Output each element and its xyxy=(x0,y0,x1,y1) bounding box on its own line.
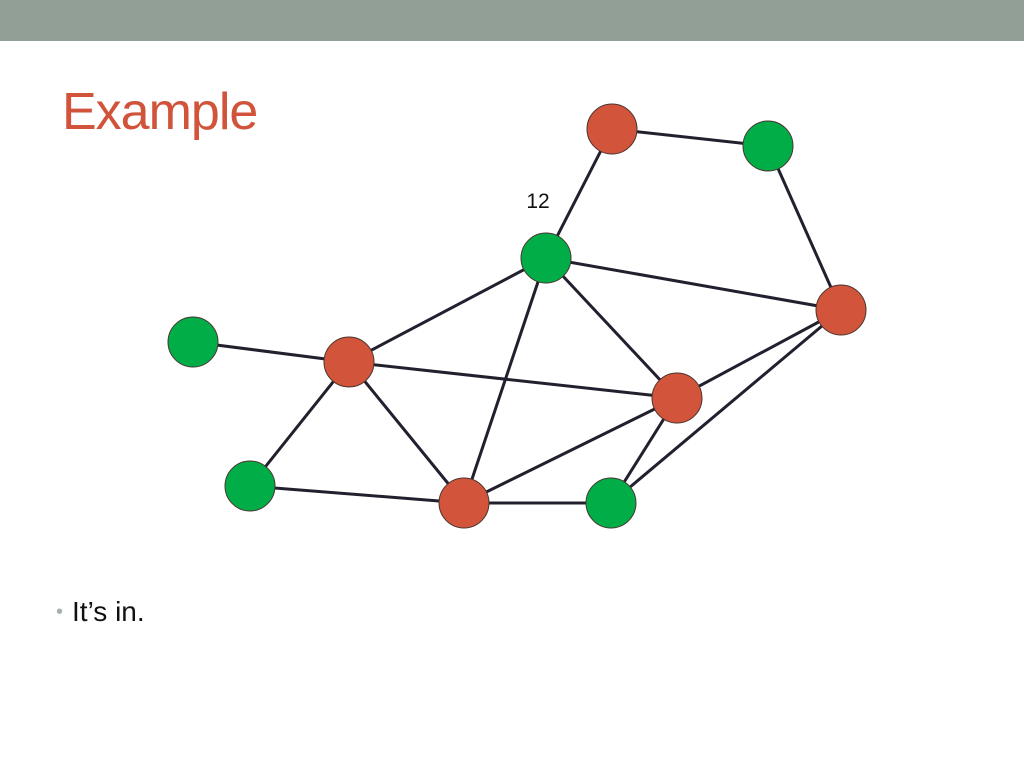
edge-r-left-r-bottom xyxy=(347,361,466,504)
edge-g-center-r-left xyxy=(348,256,547,364)
edge-r-mid-right-r-right xyxy=(676,308,842,400)
edge-g-left-r-left xyxy=(192,340,350,364)
edge-g-bottom-left-r-bottom xyxy=(249,484,465,505)
edge-weight-label: 12 xyxy=(526,190,549,213)
top-bar xyxy=(0,0,1024,41)
node-r-bottom xyxy=(438,477,490,529)
node-r-left xyxy=(323,336,375,388)
edge-r-left-g-bottom-left xyxy=(248,361,351,487)
bullet-text: It’s in. xyxy=(72,596,145,627)
edge-g-top-right-r-right xyxy=(766,145,843,311)
bullet-dot-icon: • xyxy=(56,600,64,623)
node-g-center xyxy=(520,232,572,284)
node-r-top xyxy=(586,103,638,155)
bullet-list: • It’s in. xyxy=(56,596,145,628)
edge-r-left-r-mid-right xyxy=(348,360,678,400)
edge-g-center-r-right xyxy=(545,256,842,312)
node-g-bottom-right xyxy=(585,477,637,529)
node-g-left xyxy=(167,316,219,368)
edge-r-mid-right-r-bottom xyxy=(463,396,678,505)
slide-title: Example xyxy=(62,83,258,141)
edge-r-top-g-top-right xyxy=(611,127,769,148)
nodes-layer xyxy=(167,103,867,529)
node-g-bottom-left xyxy=(224,460,276,512)
bullet-item: • It’s in. xyxy=(56,596,145,628)
node-r-mid-right xyxy=(651,372,703,424)
node-g-top-right xyxy=(742,120,794,172)
edge-g-center-r-mid-right xyxy=(544,256,679,400)
node-r-right xyxy=(815,284,867,336)
edge-g-bottom-right-r-right xyxy=(610,308,842,505)
edges-layer xyxy=(192,127,843,505)
